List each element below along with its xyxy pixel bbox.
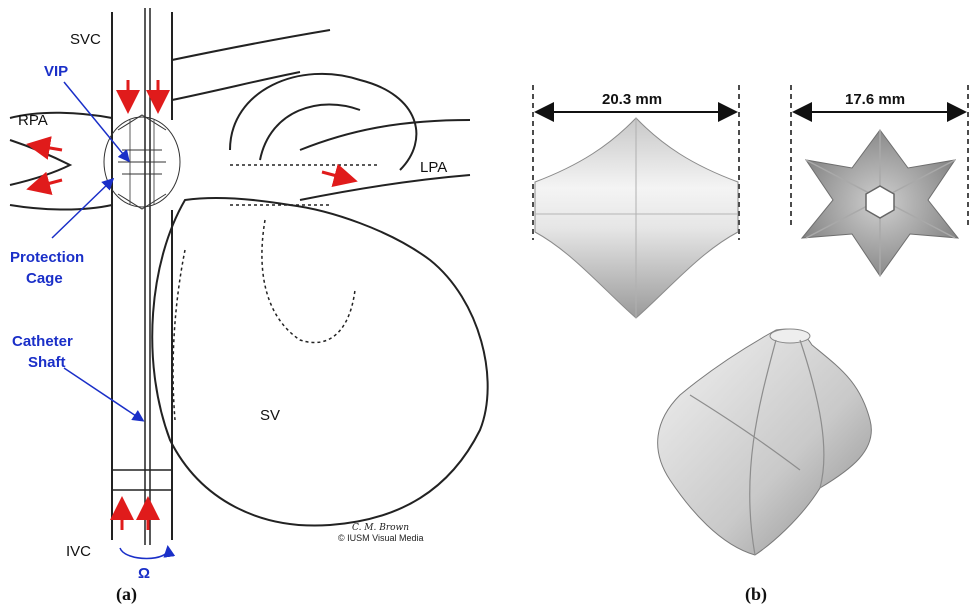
rpa-flow-arrow-2 xyxy=(32,180,62,188)
lpa-flow-arrow xyxy=(322,172,352,180)
label-catheter-shaft-2: Shaft xyxy=(28,354,66,371)
ventricle-outline xyxy=(262,220,355,343)
label-svc: SVC xyxy=(70,31,101,48)
label-vip: VIP xyxy=(44,63,68,80)
catheter-shaft-leader xyxy=(64,368,142,420)
rotation-arrow xyxy=(120,548,168,559)
ivc-cuff xyxy=(112,470,172,490)
center-hole xyxy=(866,186,894,218)
label-rpa: RPA xyxy=(18,112,48,129)
caption-b: (b) xyxy=(745,584,767,605)
label-catheter-shaft-1: Catheter xyxy=(12,333,73,350)
credit-signature: C. M. Brown xyxy=(352,523,409,533)
side-view-width-label: 20.3 mm xyxy=(602,91,662,108)
device-isometric-view xyxy=(658,329,872,555)
panel-a-labels: SVC VIP RPA LPA Protection Cage Catheter… xyxy=(10,31,447,605)
label-lpa: LPA xyxy=(420,159,447,176)
label-protection-cage-2: Cage xyxy=(26,270,63,287)
label-sv: SV xyxy=(260,407,280,424)
catheter-shaft xyxy=(145,8,150,545)
device-top-view xyxy=(802,130,958,276)
septum-outline xyxy=(173,250,185,420)
vip-leader xyxy=(64,82,128,160)
heart-illustration xyxy=(10,8,488,545)
label-protection-cage-1: Protection xyxy=(10,249,84,266)
credit-line: © IUSM Visual Media xyxy=(338,533,424,543)
caption-a: (a) xyxy=(116,584,137,605)
vip-protection-cage xyxy=(104,115,180,209)
upper-vessel xyxy=(172,30,330,100)
label-ivc: IVC xyxy=(66,543,91,560)
device-side-view xyxy=(535,118,738,318)
aortic-arch xyxy=(230,74,416,170)
vip-body xyxy=(118,150,166,174)
heart-body xyxy=(152,198,487,526)
top-view-width-label: 17.6 mm xyxy=(845,91,905,108)
label-omega: Ω xyxy=(138,565,150,582)
